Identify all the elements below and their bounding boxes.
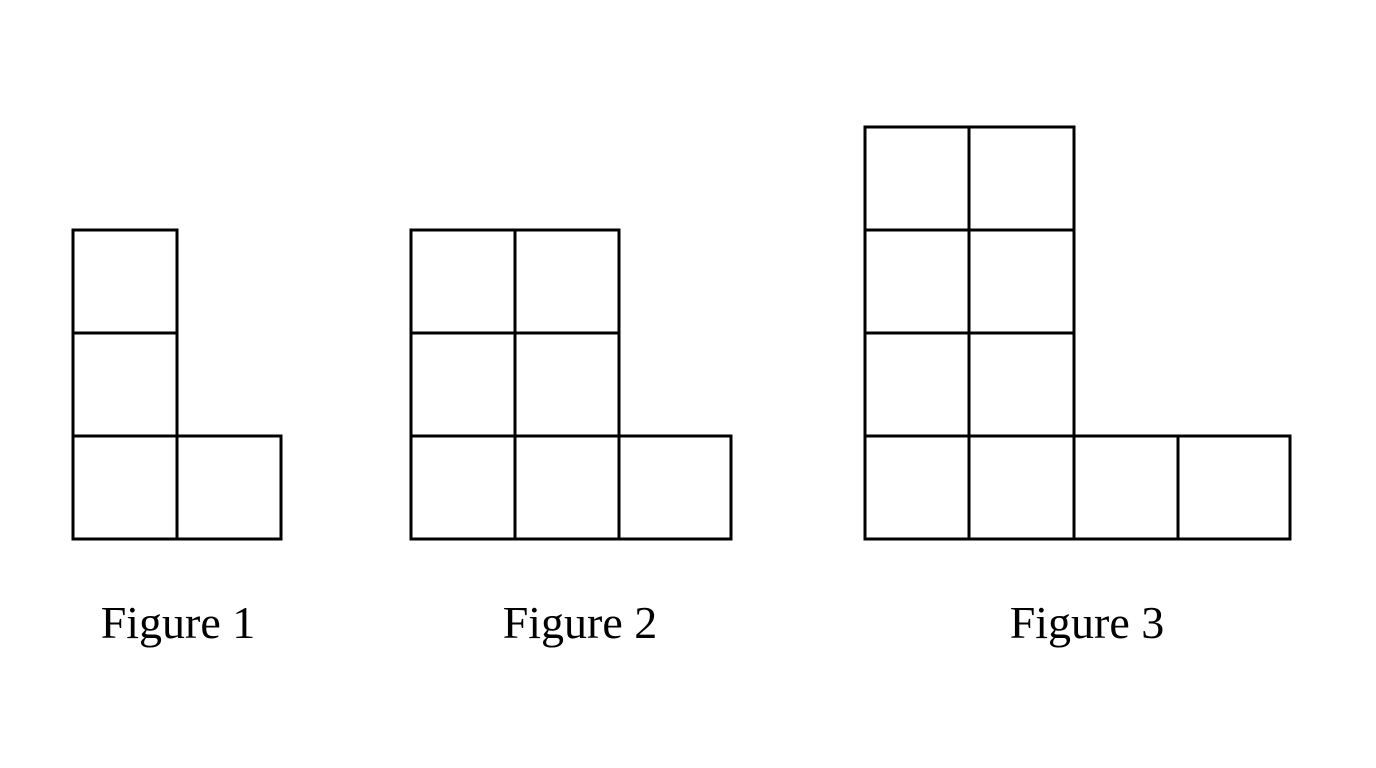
square — [175, 434, 283, 541]
figure-1-caption: Figure 1 — [101, 597, 256, 648]
figure-2-squares — [409, 228, 733, 541]
square — [967, 228, 1076, 335]
square — [409, 331, 517, 438]
square — [863, 228, 971, 335]
square — [409, 434, 517, 541]
square — [409, 228, 517, 335]
figure-3: Figure 3 — [863, 125, 1292, 648]
square — [513, 331, 621, 438]
square — [967, 125, 1076, 232]
square — [71, 434, 179, 541]
square — [1176, 434, 1292, 541]
figure-1-squares — [71, 228, 283, 541]
square — [863, 125, 971, 232]
figure-1: Figure 1 — [71, 228, 283, 648]
square — [967, 331, 1076, 438]
square — [863, 434, 971, 541]
square — [71, 331, 179, 438]
square — [617, 434, 733, 541]
figure-2-caption: Figure 2 — [503, 597, 658, 648]
square — [71, 228, 179, 335]
figure-3-squares — [863, 125, 1292, 541]
figure-2: Figure 2 — [409, 228, 733, 648]
figure-3-caption: Figure 3 — [1010, 597, 1165, 648]
square — [513, 228, 621, 335]
square — [863, 331, 971, 438]
square — [1072, 434, 1180, 541]
square — [513, 434, 621, 541]
square — [967, 434, 1076, 541]
